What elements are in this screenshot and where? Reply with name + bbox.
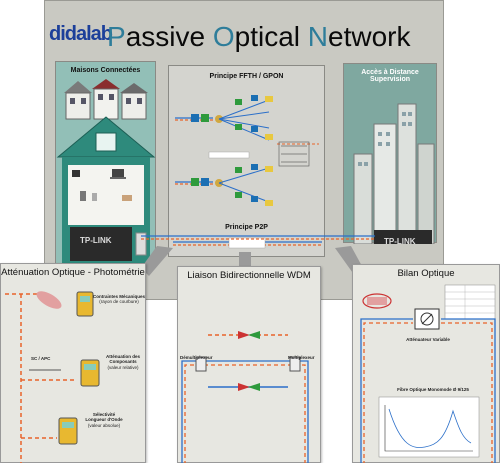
- label-connector: SC / APC: [31, 356, 51, 361]
- router-brand-left: TP-LINK: [80, 236, 112, 245]
- label-multiplexer: Multiplexeur: [288, 355, 315, 360]
- optical-budget-diagram: [360, 284, 496, 463]
- optical-budget-card: Bilan Optique Atténuateur Variable Fibre…: [352, 264, 500, 463]
- wdm-card: Liaison Bidirectionnelle WDM Démultiplex…: [177, 266, 321, 463]
- router-brand-right: TP-LINK: [384, 237, 416, 244]
- photometry-card-title: Atténuation Optique - Photométrie: [1, 267, 145, 278]
- label-single-mode-fiber: Fibre Optique Monomode Ø 9/125: [397, 387, 469, 392]
- p2p-diagram: [173, 237, 322, 249]
- wdm-card-title: Liaison Bidirectionnelle WDM: [187, 270, 311, 281]
- connected-homes-title: Maisons Connectées: [70, 67, 141, 74]
- wdm-diagram: [181, 331, 309, 463]
- photometry-diagram: [5, 291, 100, 463]
- remote-access-title: Accès à Distance: [361, 69, 419, 76]
- gpon-title: Principe FFTH / GPON: [209, 73, 284, 80]
- city-illustration: TP-LINK: [353, 103, 435, 244]
- gpon-panel: Principe FFTH / GPON: [168, 65, 325, 257]
- connected-homes-panel: Maisons Connectées TP-LINK: [55, 61, 156, 266]
- p2p-title: Principe P2P: [225, 224, 268, 231]
- page-title: Passive Optical Network: [107, 21, 411, 52]
- supervision-title: Supervision: [369, 76, 411, 83]
- label-demultiplexer: Démultiplexeur: [180, 355, 213, 360]
- gpon-diagram: [175, 95, 319, 206]
- logo-text: didalab: [49, 23, 113, 45]
- optical-budget-card-title: Bilan Optique: [397, 268, 455, 279]
- poster: didalab Passive Optical Network Maisons …: [44, 0, 444, 300]
- remote-access-panel: Accès à Distance Supervision TP-LINK: [343, 63, 437, 244]
- label-variable-attenuator: Atténuateur Variable: [406, 337, 450, 342]
- didalab-logo: didalab: [49, 23, 113, 49]
- label-mechanical-stress: Contraintes Mécaniques(rayon de courbure…: [93, 294, 146, 305]
- photometry-card: Atténuation Optique - Photométrie Contra…: [0, 263, 146, 463]
- houses-illustration: TP-LINK: [56, 79, 156, 263]
